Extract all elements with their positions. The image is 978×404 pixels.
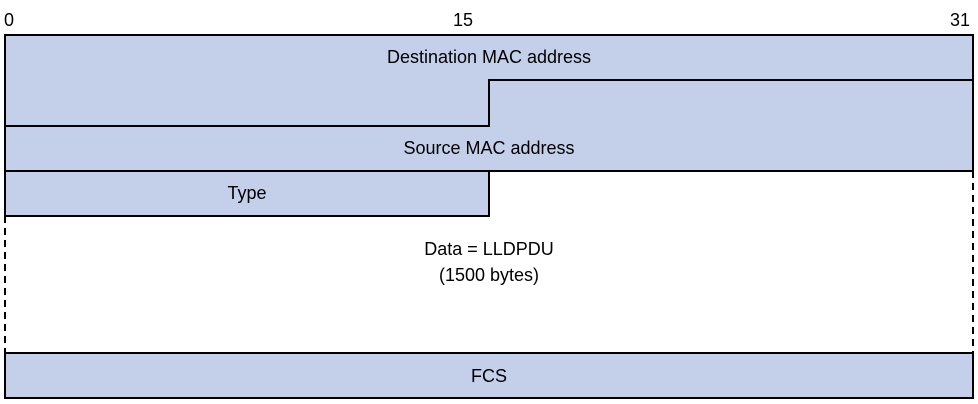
- fcs-label: FCS: [471, 366, 507, 386]
- data-size-label: (1500 bytes): [439, 265, 539, 285]
- bit-label-0: 0: [4, 10, 14, 30]
- type-label: Type: [227, 183, 266, 203]
- bit-label-15: 15: [453, 10, 473, 30]
- destination-mac-label: Destination MAC address: [387, 47, 591, 67]
- fcs-field: [4, 352, 974, 399]
- type-field: [4, 170, 490, 217]
- data-label: Data = LLDPDU: [424, 239, 554, 259]
- bit-label-31: 31: [950, 10, 970, 30]
- source-mac-label: Source MAC address: [403, 138, 574, 158]
